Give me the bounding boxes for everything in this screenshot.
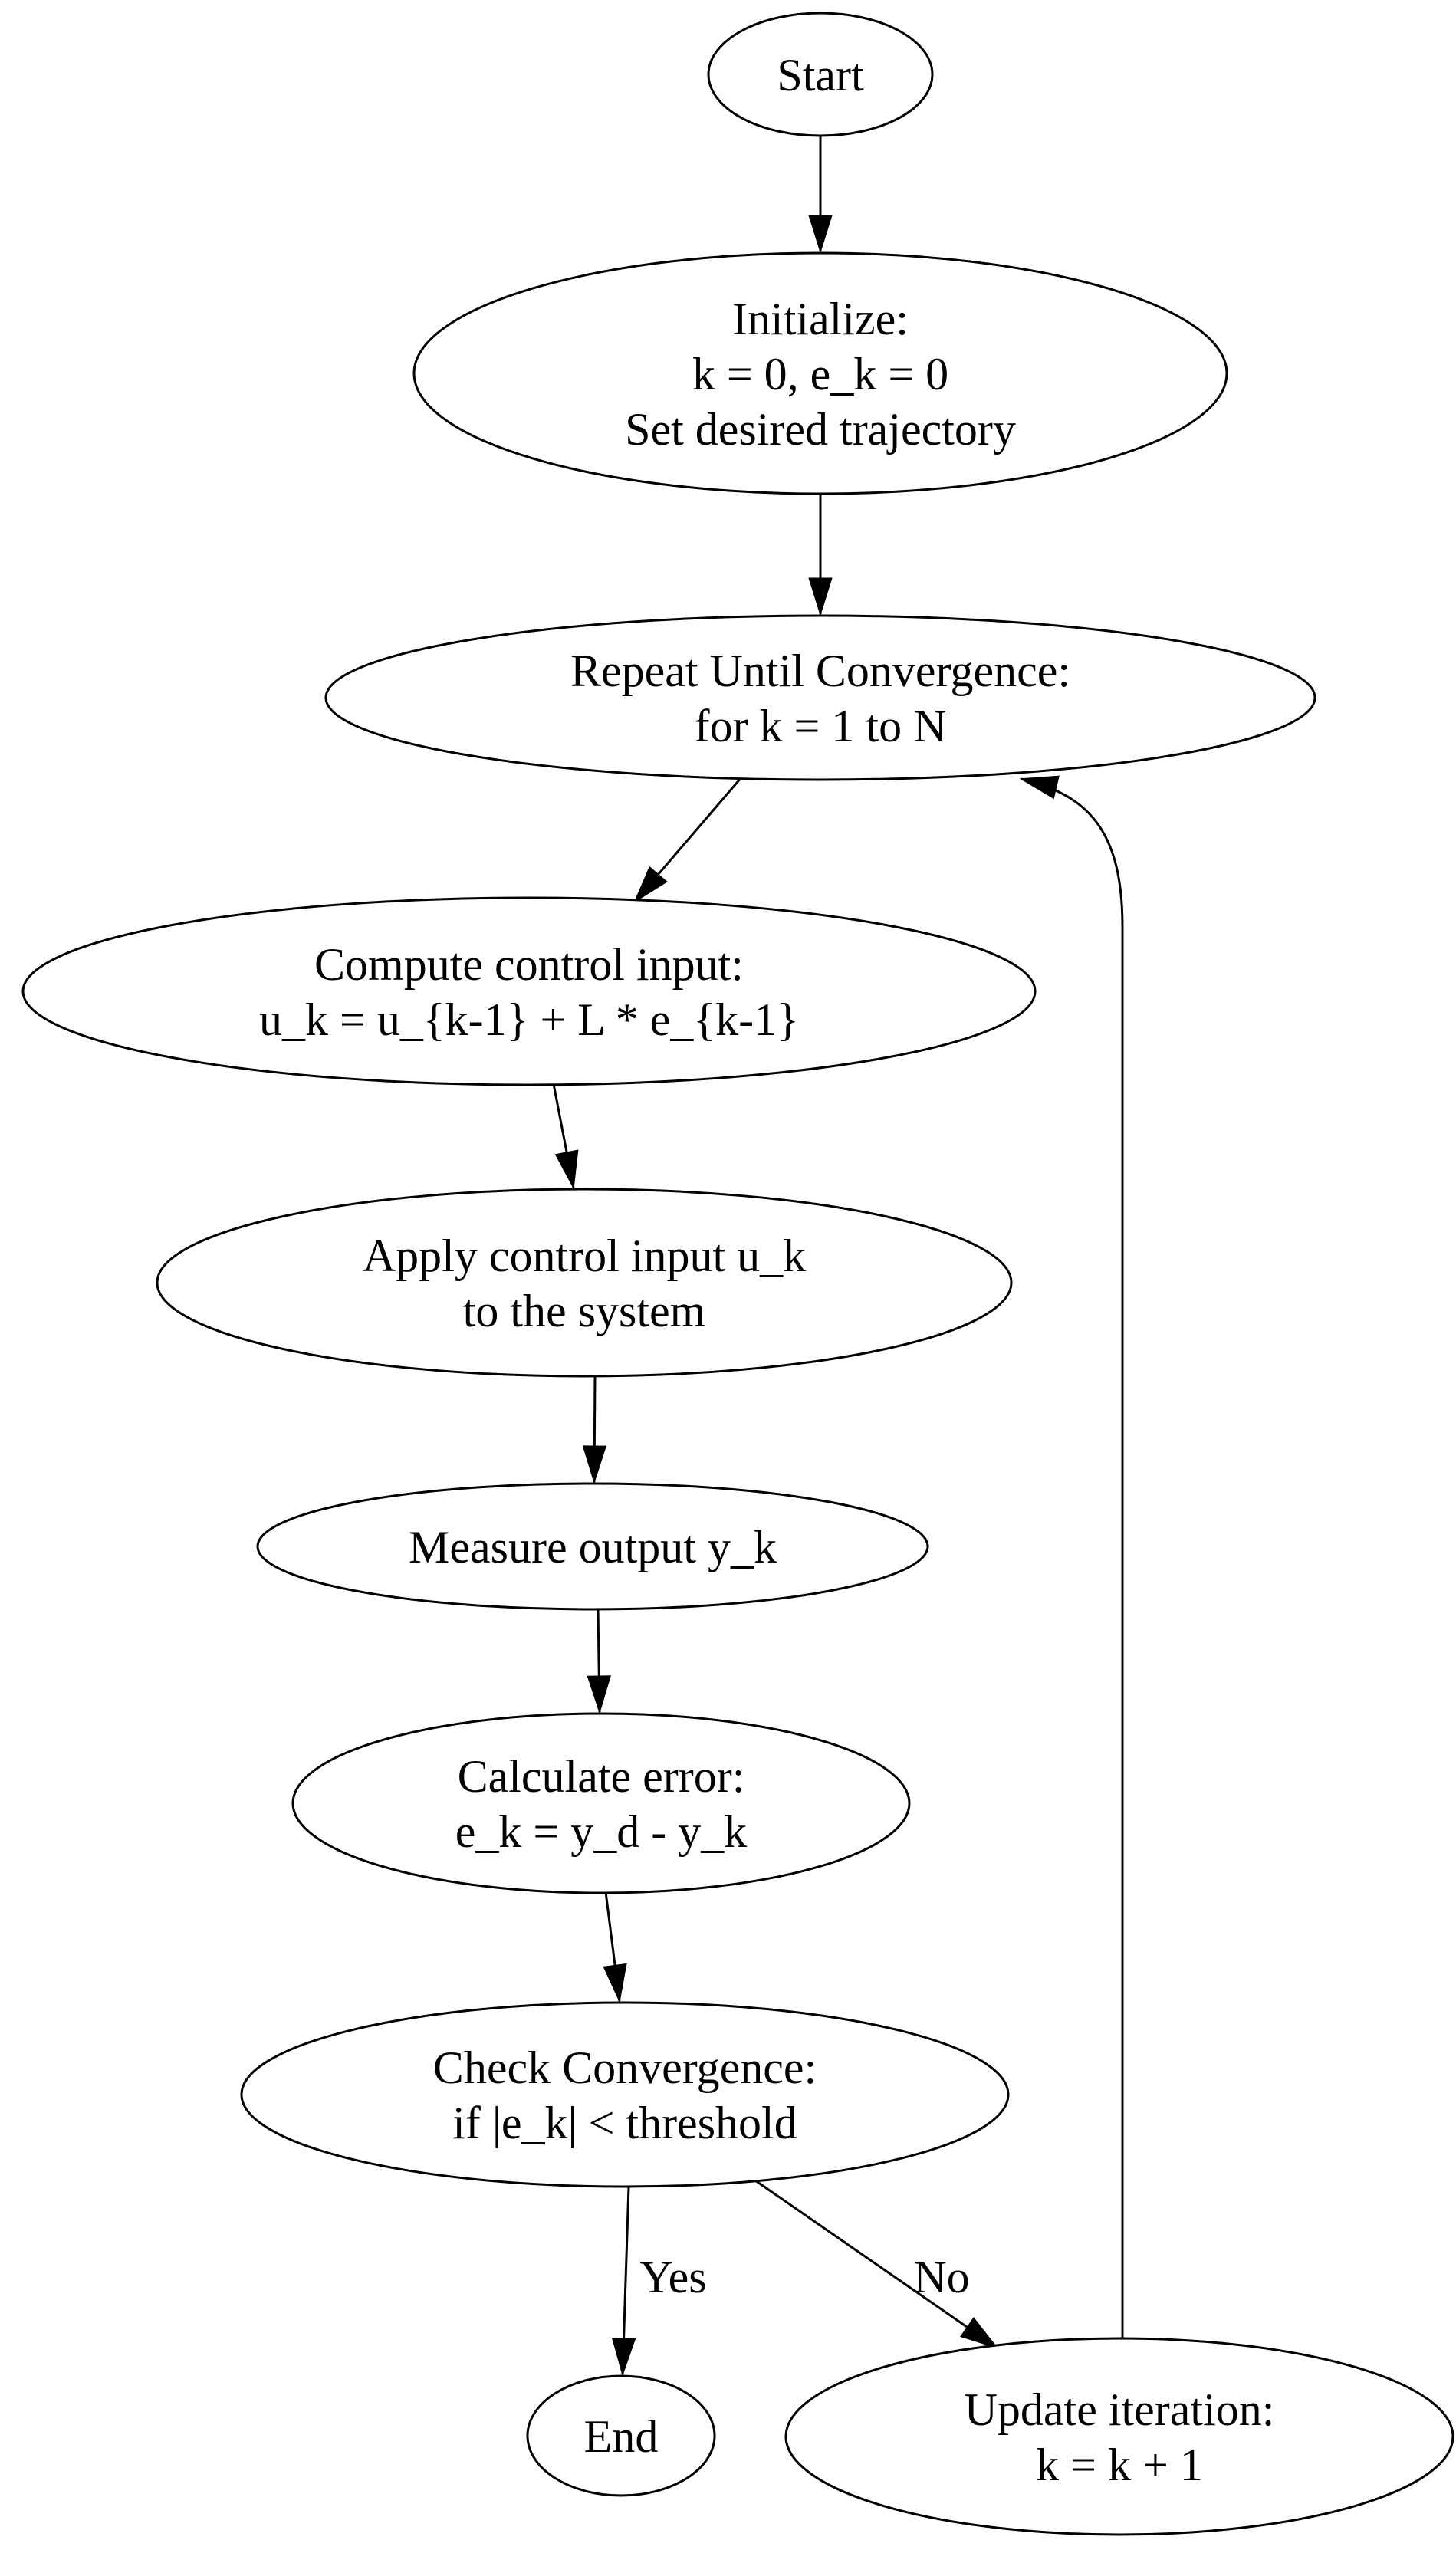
node-repeat-line1: Repeat Until Convergence: <box>570 646 1070 696</box>
node-measure-label: Measure output y_k <box>409 1522 777 1572</box>
edge-check-end-yes <box>623 2186 629 2374</box>
node-repeat-shape <box>324 614 1316 781</box>
node-compute-shape <box>21 896 1037 1086</box>
node-check-shape <box>240 2001 1010 2188</box>
edge-label-yes: Yes <box>639 2252 706 2302</box>
node-initialize-line2: k = 0, e_k = 0 <box>692 349 948 399</box>
node-apply: Apply control input u_k to the system <box>156 1188 1013 1378</box>
node-calculate-shape <box>291 1712 911 1894</box>
node-start: Start <box>707 12 934 137</box>
node-apply-shape <box>156 1188 1013 1378</box>
node-update-line1: Update iteration: <box>965 2384 1275 2435</box>
node-end-shape <box>526 2374 716 2497</box>
node-initialize-shape <box>412 251 1228 495</box>
node-repeat: Repeat Until Convergence: for k = 1 to N <box>324 614 1316 781</box>
node-end-label: End <box>584 2411 659 2462</box>
node-initialize: Initialize: k = 0, e_k = 0 Set desired t… <box>412 251 1228 495</box>
node-compute: Compute control input: u_k = u_{k-1} + L… <box>21 896 1037 1086</box>
node-update-shape <box>784 2337 1454 2536</box>
node-apply-line2: to the system <box>463 1286 706 1336</box>
edge-repeat-compute <box>635 777 743 902</box>
node-repeat-line2: for k = 1 to N <box>695 701 947 751</box>
node-calculate-line2: e_k = y_d - y_k <box>455 1806 747 1857</box>
node-measure-shape <box>256 1482 929 1611</box>
edge-apply-measure <box>594 1375 595 1482</box>
edge-calculate-check <box>606 1891 620 2001</box>
edge-check-update-no <box>754 2179 997 2348</box>
node-end: End <box>526 2374 716 2497</box>
node-start-shape <box>707 12 934 137</box>
node-check-line1: Check Convergence: <box>433 2042 817 2093</box>
edge-compute-apply <box>552 1083 574 1188</box>
node-initialize-line1: Initialize: <box>732 294 909 344</box>
node-apply-line1: Apply control input u_k <box>363 1231 806 1281</box>
node-measure: Measure output y_k <box>256 1482 929 1611</box>
node-calculate: Calculate error: e_k = y_d - y_k <box>291 1712 911 1894</box>
node-compute-line2: u_k = u_{k-1} + L * e_{k-1} <box>259 994 799 1045</box>
node-check: Check Convergence: if |e_k| < threshold <box>240 2001 1010 2188</box>
node-initialize-line3: Set desired trajectory <box>625 404 1016 455</box>
edge-update-repeat-return <box>1021 779 1124 2338</box>
node-calculate-line1: Calculate error: <box>458 1751 745 1802</box>
node-update: Update iteration: k = k + 1 <box>784 2337 1454 2536</box>
edge-label-no: No <box>913 2252 969 2302</box>
edge-measure-calculate <box>598 1609 600 1712</box>
node-check-line2: if |e_k| < threshold <box>452 2098 797 2148</box>
node-start-label: Start <box>777 50 864 100</box>
node-update-line2: k = k + 1 <box>1036 2440 1203 2490</box>
node-compute-line1: Compute control input: <box>314 939 744 990</box>
